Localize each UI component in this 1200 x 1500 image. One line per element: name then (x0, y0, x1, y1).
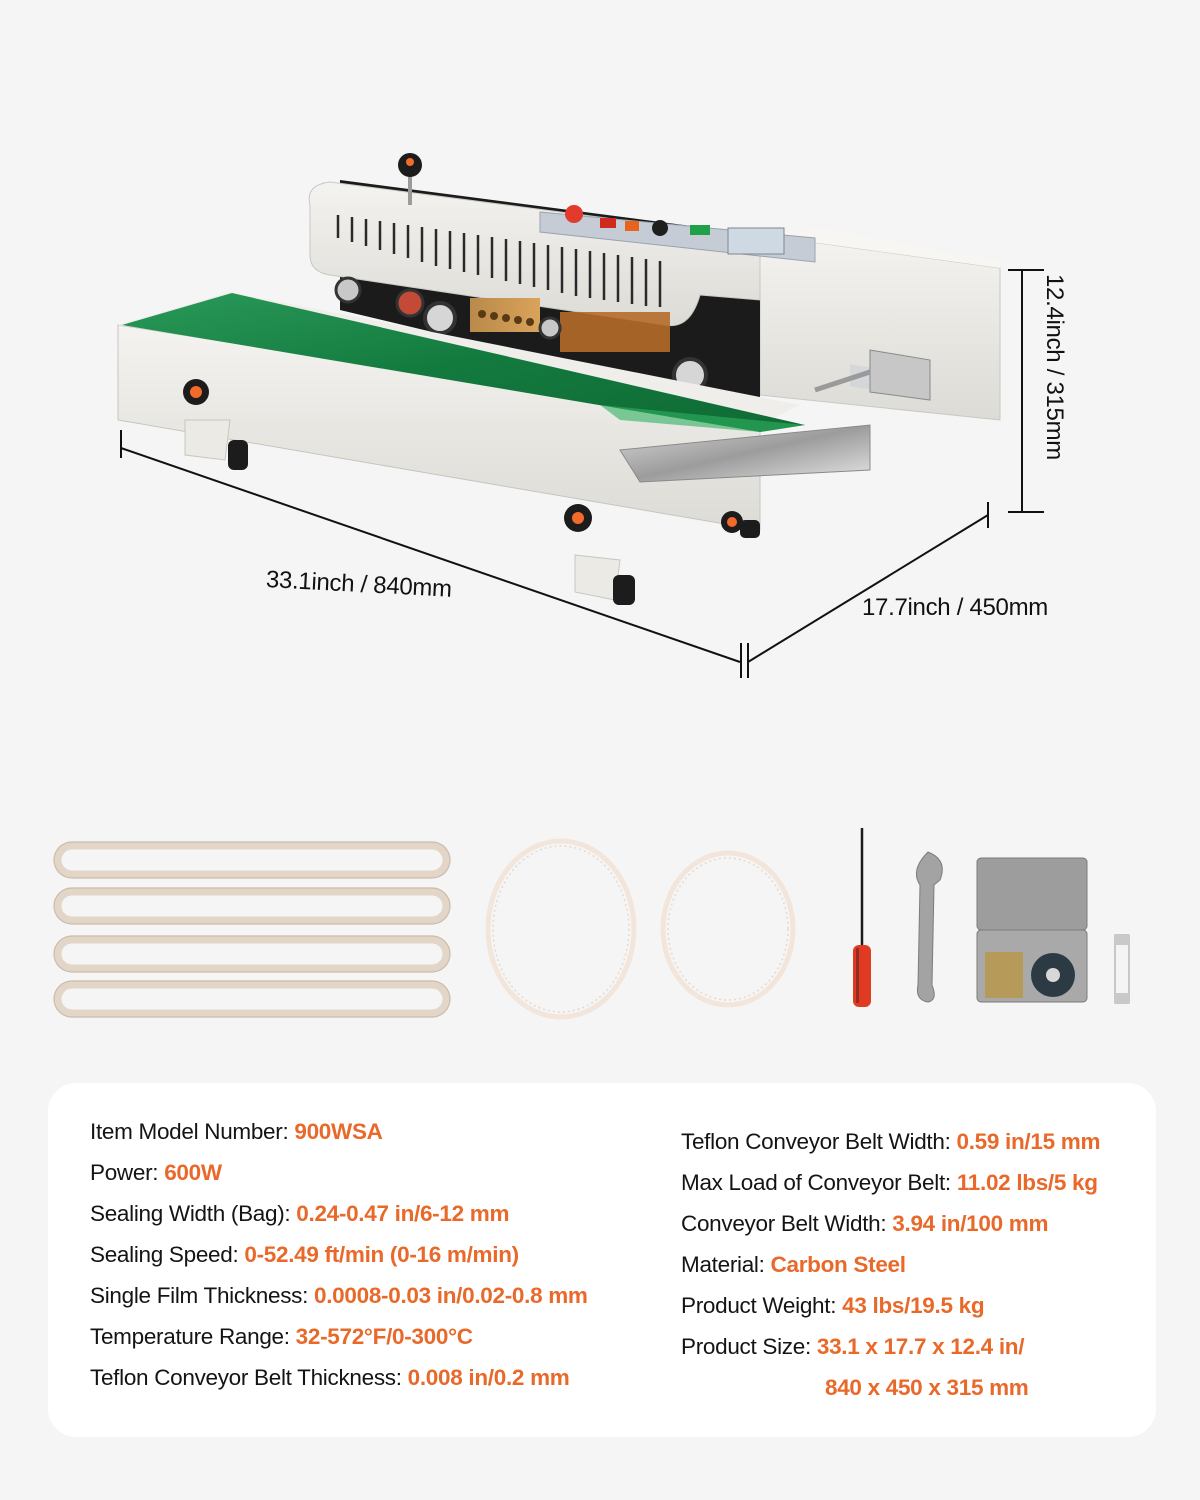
spec-product-weight: Product Weight: 43 lbs/19.5 kg (681, 1293, 985, 1318)
spec-product-size: Product Size: 33.1 x 17.7 x 12.4 in/ (681, 1334, 1025, 1359)
accessories-row (0, 820, 1200, 1020)
dimension-lines (120, 269, 1044, 678)
spec-material: Material: Carbon Steel (681, 1252, 906, 1277)
spec-belt-thickness: Teflon Conveyor Belt Thickness: 0.008 in… (90, 1365, 570, 1390)
character-type-box-icon (976, 857, 1088, 1003)
spec-teflon-belt-width: Teflon Conveyor Belt Width: 0.59 in/15 m… (681, 1129, 1101, 1154)
spec-film-thickness: Single Film Thickness: 0.0008-0.03 in/0.… (90, 1283, 588, 1308)
spec-max-load: Max Load of Conveyor Belt: 11.02 lbs/5 k… (681, 1170, 1098, 1195)
spec-conveyor-belt-width: Conveyor Belt Width: 3.94 in/100 mm (681, 1211, 1049, 1236)
depth-dimension-label: 17.7inch / 450mm (862, 594, 1048, 621)
product-illustration: 33.1inch / 840mm 17.7inch / 450mm 12.4in… (0, 0, 1200, 720)
spec-product-size-metric: 840 x 450 x 315 mm (825, 1375, 1029, 1400)
specs-right-column: Teflon Conveyor Belt Width: 0.59 in/15 m… (681, 1121, 1100, 1408)
spec-temperature-range: Temperature Range: 32-572°F/0-300°C (90, 1324, 473, 1349)
band-sealer-machine-icon (117, 153, 1044, 678)
spec-power: Power: 600W (90, 1160, 222, 1185)
specs-left-column: Item Model Number: 900WSA Power: 600W Se… (90, 1111, 588, 1398)
spec-sealing-width: Sealing Width (Bag): 0.24-0.47 in/6-12 m… (90, 1201, 510, 1226)
spec-sealing-speed: Sealing Speed: 0-52.49 ft/min (0-16 m/mi… (90, 1242, 519, 1267)
timing-belt-icon (485, 838, 796, 1020)
spanner-wrench-icon (915, 851, 943, 1003)
screwdriver-icon (853, 828, 871, 1007)
specifications-card: Item Model Number: 900WSA Power: 600W Se… (48, 1083, 1156, 1437)
emergency-stop-icon (565, 205, 583, 223)
spec-model-number: Item Model Number: 900WSA (90, 1119, 383, 1144)
glass-fuse-icon (1114, 934, 1130, 1004)
height-dimension-label: 12.4inch / 315mm (1041, 274, 1068, 460)
teflon-belt-icon (54, 842, 450, 1017)
